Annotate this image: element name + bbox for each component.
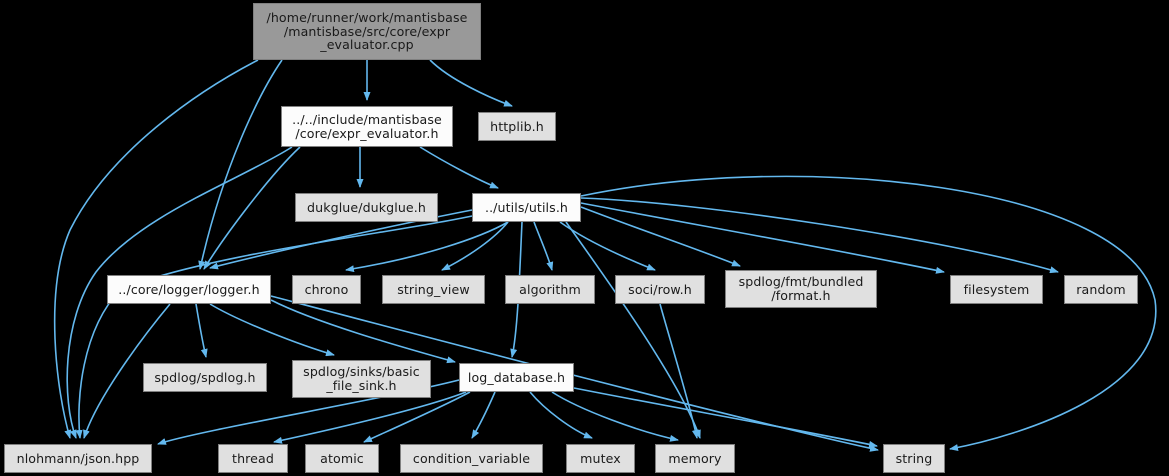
graph-edge-log_db-to-cond_var (471, 391, 496, 439)
graph-node-label: string_view (397, 281, 470, 297)
graph-node-fmt_format[interactable]: spdlog/fmt/bundled /format.h (725, 270, 877, 308)
graph-node-utils[interactable]: ../utils/utils.h (472, 193, 581, 222)
graph-node-label: algorithm (519, 281, 581, 297)
graph-node-label: log_database.h (467, 369, 566, 385)
graph-edge-log_db-to-string (573, 387, 878, 448)
graph-node-mutex[interactable]: mutex (566, 444, 635, 473)
graph-edge-exprh-to-utils (419, 146, 499, 189)
graph-node-label: random (1076, 281, 1126, 297)
graph-node-label: condition_variable (412, 450, 531, 466)
graph-edge-utils-to-fmt_format (580, 206, 741, 267)
graph-node-algorithm[interactable]: algorithm (505, 275, 595, 304)
graph-edge-utils-to-string_view (441, 221, 509, 271)
graph-node-label: chrono (304, 281, 349, 297)
graph-node-basic_sink[interactable]: spdlog/sinks/basic _file_sink.h (292, 360, 431, 398)
graph-node-memory[interactable]: memory (655, 444, 735, 473)
graph-node-label: spdlog/fmt/bundled /format.h (738, 274, 864, 303)
graph-node-label: nlohmann/json.hpp (16, 450, 140, 466)
graph-node-string_view[interactable]: string_view (382, 275, 485, 304)
graph-node-chrono[interactable]: chrono (292, 275, 361, 304)
graph-node-label: httplib.h (490, 118, 544, 134)
graph-edge-logger-to-spdlog (195, 303, 208, 358)
graph-edge-logger-to-basic_sink (209, 303, 335, 357)
graph-edge-exprh-to-logger (203, 146, 301, 270)
graph-edge-utils-to-logger (209, 209, 473, 270)
graph-node-label: memory (668, 450, 722, 466)
graph-edge-root-to-json (53, 59, 259, 439)
graph-edge-logger-to-log_db (270, 299, 456, 364)
graph-node-filesystem[interactable]: filesystem (950, 275, 1043, 304)
graph-edge-utils-to-filesystem (580, 202, 945, 274)
graph-edge-utils-to-memory (565, 221, 701, 439)
graph-node-label: ../utils/utils.h (484, 199, 569, 215)
graph-node-root[interactable]: /home/runner/work/mantisbase /mantisbase… (253, 3, 481, 60)
graph-edge-log_db-to-atomic (363, 391, 471, 443)
graph-node-atomic[interactable]: atomic (305, 444, 379, 473)
graph-edge-root-to-httplib (429, 59, 513, 107)
graph-node-logger[interactable]: ../core/logger/logger.h (107, 275, 271, 304)
graph-edge-utils-to-random (580, 197, 1059, 274)
graph-node-label: thread (232, 450, 274, 466)
graph-node-label: spdlog/sinks/basic _file_sink.h (303, 364, 420, 393)
graph-edge-logger-to-json (83, 303, 171, 439)
graph-edge-exprh-to-json (66, 146, 293, 439)
graph-node-spdlog[interactable]: spdlog/spdlog.h (143, 363, 267, 392)
graph-node-label: spdlog/spdlog.h (154, 369, 256, 385)
graph-node-label: /home/runner/work/mantisbase /mantisbase… (266, 10, 468, 53)
graph-edge-soci_row-to-memory (659, 303, 699, 439)
graph-node-thread[interactable]: thread (218, 444, 288, 473)
graph-edge-utils-to-algorithm (533, 221, 554, 271)
graph-edge-utils-to-string (580, 175, 1157, 451)
graph-node-string[interactable]: string (883, 444, 945, 473)
graph-edge-root-to-logger (198, 59, 283, 270)
graph-node-label: ../../include/mantisbase /core/expr_eval… (292, 111, 442, 141)
graph-node-label: soci/row.h (628, 281, 692, 297)
graph-edge-log_db-to-memory (551, 391, 679, 442)
graph-edge-utils-to-chrono (345, 221, 509, 273)
graph-node-exprh[interactable]: ../../include/mantisbase /core/expr_eval… (281, 106, 453, 147)
graph-edge-utils-to-soci_row (559, 221, 656, 271)
graph-node-label: ../core/logger/logger.h (118, 281, 260, 297)
graph-node-cond_var[interactable]: condition_variable (400, 444, 543, 473)
graph-node-label: atomic (320, 450, 364, 466)
graph-node-log_db[interactable]: log_database.h (459, 363, 574, 392)
graph-node-random[interactable]: random (1064, 275, 1138, 304)
graph-node-label: filesystem (963, 281, 1030, 297)
graph-node-label: dukglue/dukglue.h (307, 199, 426, 215)
graph-node-httplib[interactable]: httplib.h (478, 112, 556, 141)
graph-node-dukglue[interactable]: dukglue/dukglue.h (295, 193, 438, 222)
graph-edge-log_db-to-mutex (529, 391, 593, 439)
graph-node-json[interactable]: nlohmann/json.hpp (4, 444, 152, 473)
graph-node-soci_row[interactable]: soci/row.h (615, 275, 705, 304)
graph-edge-log_db-to-thread (273, 391, 467, 444)
graph-node-label: mutex (580, 450, 621, 466)
graph-node-label: string (895, 450, 933, 466)
graph-edge-utils-to-json (75, 215, 473, 439)
